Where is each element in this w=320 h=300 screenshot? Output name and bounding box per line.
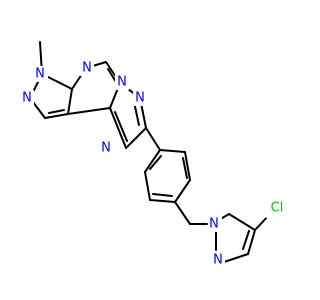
nitrogen-atom: N — [135, 91, 145, 106]
bond — [228, 213, 256, 231]
bond — [184, 151, 191, 181]
bond — [144, 171, 151, 201]
atom-layer: N N N N N N N N Cl — [20, 60, 288, 268]
nitrogen-atom: N — [22, 91, 32, 106]
bond — [67, 107, 111, 115]
structure-canvas: N N N N N N N N Cl — [20, 41, 288, 268]
nitrogen-atom: N — [101, 141, 111, 156]
bond — [174, 201, 191, 225]
bond — [125, 127, 147, 149]
chlorine-atom: Cl — [271, 201, 284, 216]
bond — [144, 149, 161, 173]
bond — [159, 149, 186, 153]
bond — [67, 88, 73, 115]
molecule-diagram: N N N N N N N N Cl — [20, 41, 288, 268]
nitrogen-atom: N — [209, 217, 219, 232]
bond — [114, 111, 128, 142]
bond — [109, 107, 127, 149]
bond — [182, 157, 188, 179]
nitrogen-atom: N — [213, 253, 223, 268]
nitrogen-atom: N — [82, 61, 92, 76]
bond — [152, 193, 173, 197]
bond — [149, 199, 176, 203]
nitrogen-atom: N — [117, 75, 127, 90]
bond — [44, 113, 69, 119]
bond — [149, 155, 162, 170]
bond-layer — [29, 41, 271, 263]
nitrogen-atom: N — [35, 67, 45, 82]
bond — [174, 179, 191, 203]
bond — [145, 127, 161, 151]
bond — [242, 230, 250, 250]
bond — [107, 68, 117, 83]
bond — [247, 229, 256, 255]
bond — [223, 253, 249, 263]
bond — [48, 109, 65, 114]
